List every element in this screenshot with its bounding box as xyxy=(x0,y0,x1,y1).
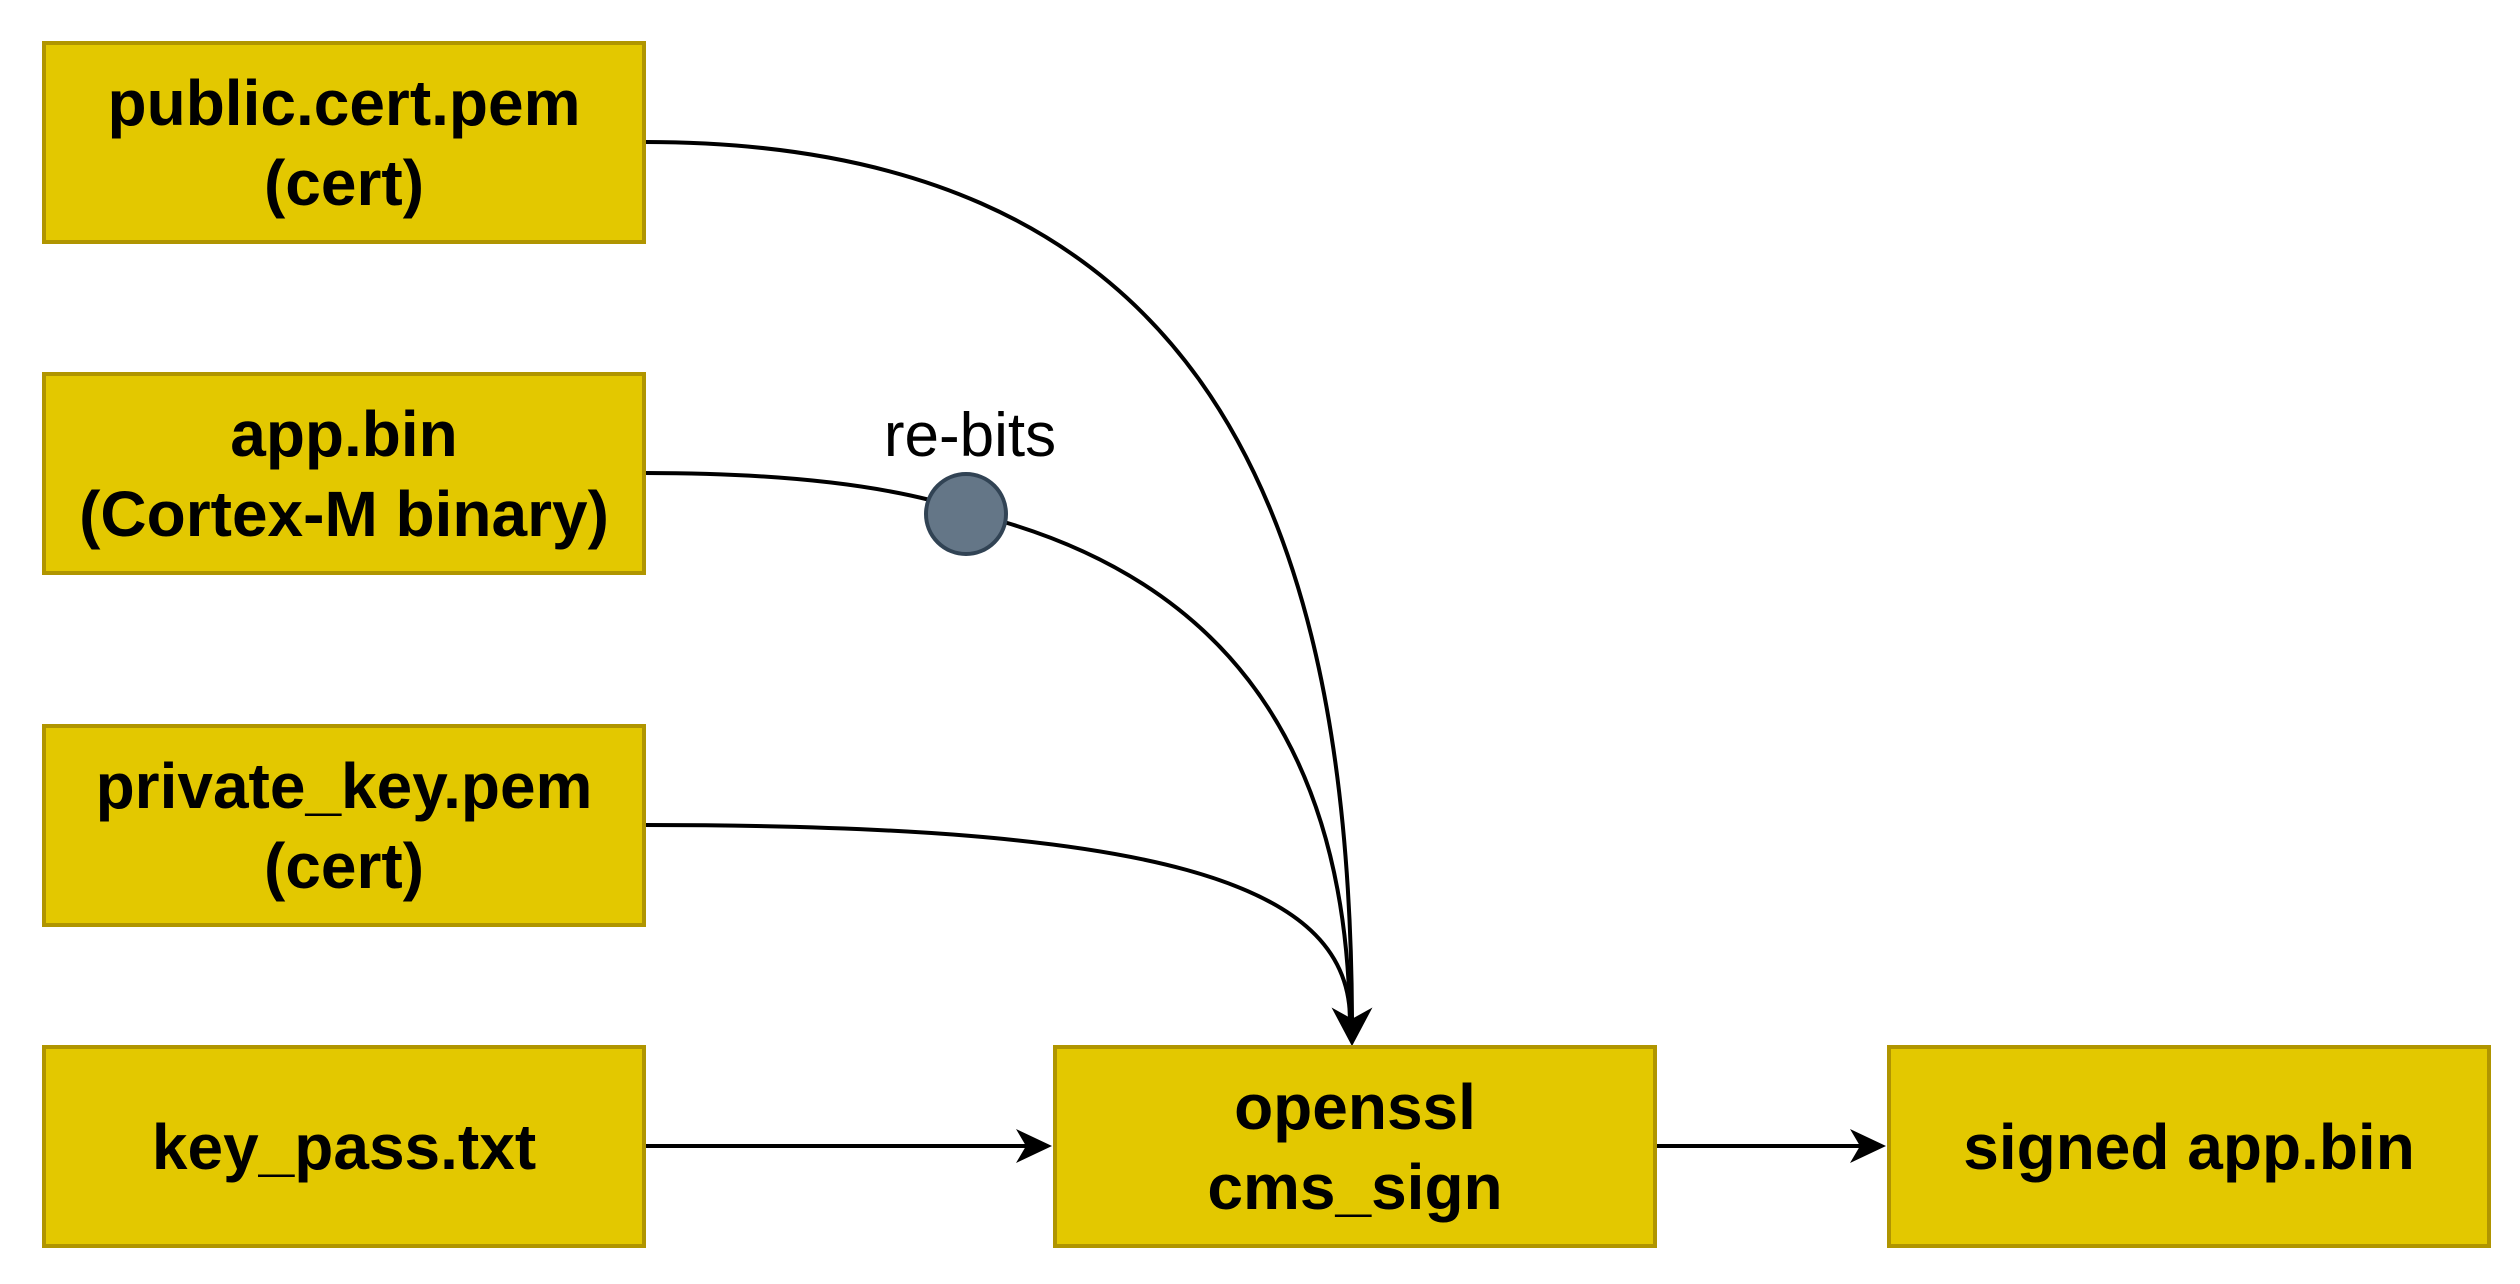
node-key-pass[interactable]: key_pass.txt xyxy=(42,1045,646,1248)
arrowhead-into-openssl xyxy=(1331,1007,1373,1047)
node-signed-app-name: signed app.bin xyxy=(1963,1110,2415,1183)
node-app-bin-name: app.bin xyxy=(230,397,458,470)
node-openssl-command: cms_sign xyxy=(1207,1150,1503,1223)
node-private-key-name: private_key.pem xyxy=(95,749,593,822)
node-openssl[interactable]: openssl cms_sign xyxy=(1053,1045,1657,1248)
arrowhead-key-pass xyxy=(1016,1129,1052,1163)
re-bits-junction xyxy=(924,472,1008,556)
node-public-cert-name: public.cert.pem xyxy=(107,66,581,139)
node-public-cert-type: (cert) xyxy=(263,146,425,219)
node-app-bin[interactable]: app.bin (Cortex-M binary) xyxy=(42,372,646,575)
node-app-bin-type: (Cortex-M binary) xyxy=(79,477,609,550)
node-signed-app[interactable]: signed app.bin xyxy=(1887,1045,2491,1248)
node-openssl-name: openssl xyxy=(1234,1070,1476,1143)
edge-private-key-to-openssl xyxy=(644,823,1352,1021)
edge-app-bin-to-junction xyxy=(644,471,931,502)
node-private-key[interactable]: private_key.pem (cert) xyxy=(42,724,646,927)
arrowhead-signed-app xyxy=(1850,1129,1886,1163)
node-private-key-type: (cert) xyxy=(263,829,425,902)
edge-public-cert-to-openssl xyxy=(644,140,1354,1021)
node-key-pass-name: key_pass.txt xyxy=(151,1110,537,1183)
edge-junction-to-openssl xyxy=(1003,520,1352,1021)
re-bits-label: re-bits xyxy=(883,401,1057,470)
node-public-cert[interactable]: public.cert.pem (cert) xyxy=(42,41,646,244)
